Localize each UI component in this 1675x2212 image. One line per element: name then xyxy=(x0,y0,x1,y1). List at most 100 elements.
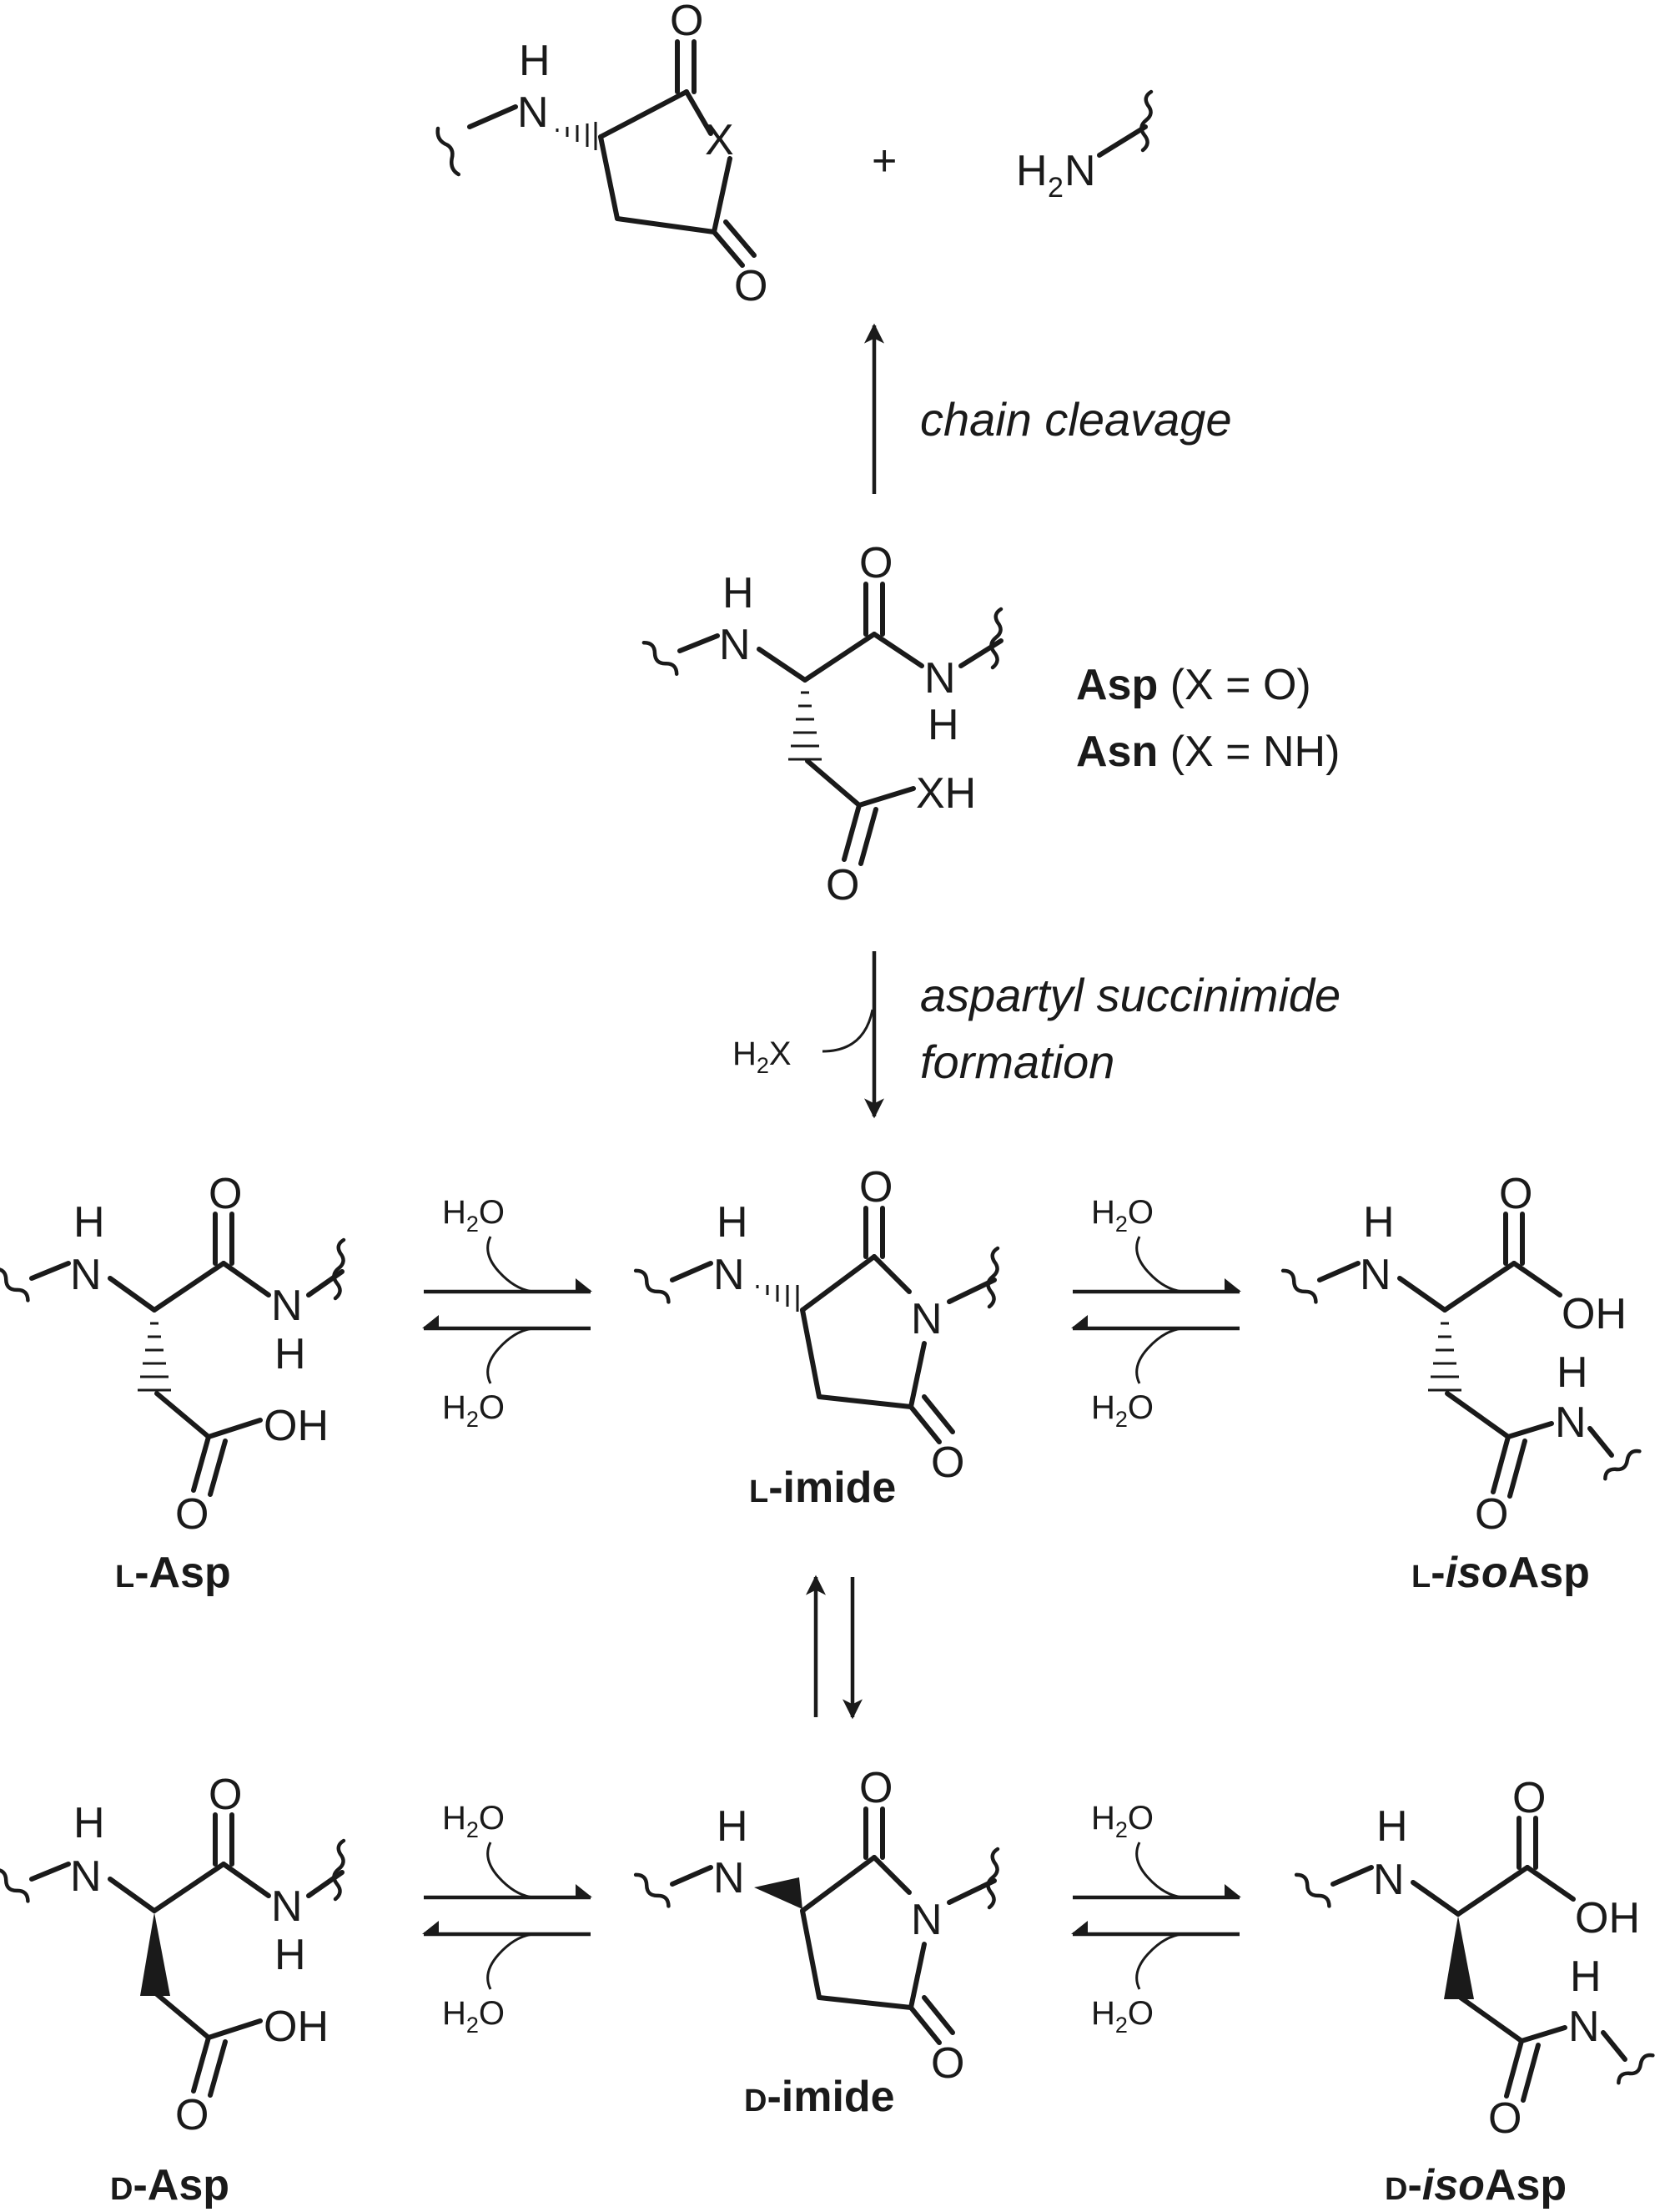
atom-oh: OH xyxy=(264,1402,329,1450)
cleavage-product-ring: N H X O O xyxy=(435,0,767,310)
atom-o: O xyxy=(826,861,859,909)
water-label: H2O xyxy=(442,1995,505,2038)
step-chain-cleavage: chain cleavage xyxy=(920,393,1232,446)
atom-h: H xyxy=(1363,1198,1395,1247)
atom-x: X xyxy=(705,116,734,164)
atom-h: H xyxy=(722,569,754,617)
atom-o: O xyxy=(931,1439,964,1487)
atom-h: H xyxy=(717,1198,748,1247)
atom-n: N xyxy=(713,1251,745,1299)
atom-o: O xyxy=(859,1163,893,1212)
atom-n: N xyxy=(271,1282,303,1330)
water-label: H2O xyxy=(1091,1389,1154,1432)
svg-text:Asn (X = NH): Asn (X = NH) xyxy=(1076,728,1340,776)
d-isoasp-structure: N H O OH N H O xyxy=(1294,1774,1655,2143)
legend-asp-x: (X = O) xyxy=(1158,661,1310,709)
d-asp-structure: N H O N H OH O xyxy=(0,1771,346,2139)
atom-oh: OH xyxy=(264,2003,329,2051)
legend-asn: Asn xyxy=(1076,728,1158,776)
hashed-bond xyxy=(1428,1322,1461,1392)
atom-o: O xyxy=(1488,2094,1522,2143)
atom-o: O xyxy=(1512,1774,1546,1822)
atom-n: N xyxy=(911,1295,943,1343)
loss-curve xyxy=(822,1009,874,1053)
atom-o: O xyxy=(175,2091,209,2139)
water-label: H2O xyxy=(1091,1995,1154,2038)
atom-h: H xyxy=(274,1330,306,1378)
wedge-bond xyxy=(1444,1916,1474,1999)
atom-o: O xyxy=(175,1490,209,1539)
atom-n: N xyxy=(70,1251,102,1299)
atom-h: H xyxy=(717,1802,748,1851)
water-label: H2O xyxy=(1091,1194,1154,1237)
atom-h: H xyxy=(73,1799,105,1847)
equilibrium-l-asp-imide: H2O H2O xyxy=(422,1194,592,1432)
wedge-bond xyxy=(140,1912,170,1996)
asp-asn-residue: N H O N H XH O xyxy=(641,539,1003,909)
label-l-asp: L-Asp xyxy=(115,1549,231,1597)
hashed-bond xyxy=(788,691,822,761)
atom-h: H xyxy=(1376,1802,1408,1851)
atom-n: N xyxy=(1568,2003,1600,2051)
atom-o: O xyxy=(931,2039,964,2088)
atom-oh: OH xyxy=(1562,1290,1627,1338)
atom-o: O xyxy=(734,262,767,310)
label-l-isoasp: L-isoAsp xyxy=(1411,1549,1590,1597)
wedge-bond xyxy=(754,1877,802,1909)
l-imide-structure: N H O N O xyxy=(633,1163,1000,1487)
equilibrium-racemization xyxy=(806,1575,863,1720)
hashed-bond xyxy=(138,1322,171,1392)
atom-h: H xyxy=(1016,147,1048,195)
label-d-isoasp: D-isoAsp xyxy=(1385,2161,1567,2209)
atom-h: H xyxy=(1557,1348,1588,1397)
atom-oh: OH xyxy=(1575,1894,1640,1942)
residue-legend: Asp (X = O) Asn (X = NH) xyxy=(1076,661,1340,776)
l-asp-structure: N H O N H OH O xyxy=(0,1170,346,1539)
hashed-bond xyxy=(556,122,597,150)
atom-o: O xyxy=(209,1771,242,1819)
atom-xh: XH xyxy=(916,769,976,818)
atom-o: O xyxy=(1475,1490,1508,1539)
label-l-imide: L-imide xyxy=(749,1464,896,1512)
atom-n: N xyxy=(271,1882,303,1931)
legend-asn-x: (X = NH) xyxy=(1158,728,1340,776)
atom-n: N xyxy=(719,621,751,669)
atom-n: N xyxy=(1555,1398,1587,1447)
atom-n: N xyxy=(1064,147,1096,195)
step-succinimide-line2: formation xyxy=(920,1035,1114,1088)
atom-o: O xyxy=(859,1764,893,1812)
hashed-bond xyxy=(756,1285,799,1312)
atom-n: N xyxy=(517,88,549,137)
atom-n: N xyxy=(1373,1856,1405,1904)
water-label: H2O xyxy=(442,1194,505,1237)
subscript: 2 xyxy=(1048,172,1064,204)
atom-n: N xyxy=(924,654,956,703)
water-label: H2O xyxy=(1091,1800,1154,1842)
atom-h: H xyxy=(73,1198,105,1247)
cleavage-product-amine: H 2 N xyxy=(1016,89,1154,204)
atom-h: H xyxy=(1570,1953,1602,2001)
step-succinimide-line1: aspartyl succinimide xyxy=(920,969,1341,1021)
label-d-asp: D-Asp xyxy=(110,2161,229,2209)
label-d-imide: D-imide xyxy=(744,2073,895,2121)
atom-o: O xyxy=(670,0,703,45)
plus-sign: + xyxy=(872,137,897,185)
svg-text:Asp (X = O): Asp (X = O) xyxy=(1076,661,1311,709)
atom-n: N xyxy=(911,1896,943,1944)
equilibrium-l-imide-isoasp: H2O H2O xyxy=(1071,1194,1241,1432)
atom-h: H xyxy=(274,1931,306,1979)
equilibrium-d-asp-imide: H2O H2O xyxy=(422,1800,592,2038)
d-imide-structure: N H O N O xyxy=(633,1764,1000,2088)
equilibrium-d-imide-isoasp: H2O H2O xyxy=(1071,1800,1241,2038)
water-label: H2O xyxy=(442,1800,505,1842)
atom-h: H xyxy=(928,701,959,749)
loss-h2x: H2X xyxy=(732,1035,792,1078)
atom-n: N xyxy=(713,1854,745,1902)
water-label: H2O xyxy=(442,1389,505,1432)
atom-o: O xyxy=(209,1170,242,1218)
atom-n: N xyxy=(70,1852,102,1901)
atom-h: H xyxy=(519,37,551,85)
atom-o: O xyxy=(859,539,893,587)
legend-asp: Asp xyxy=(1076,661,1158,709)
